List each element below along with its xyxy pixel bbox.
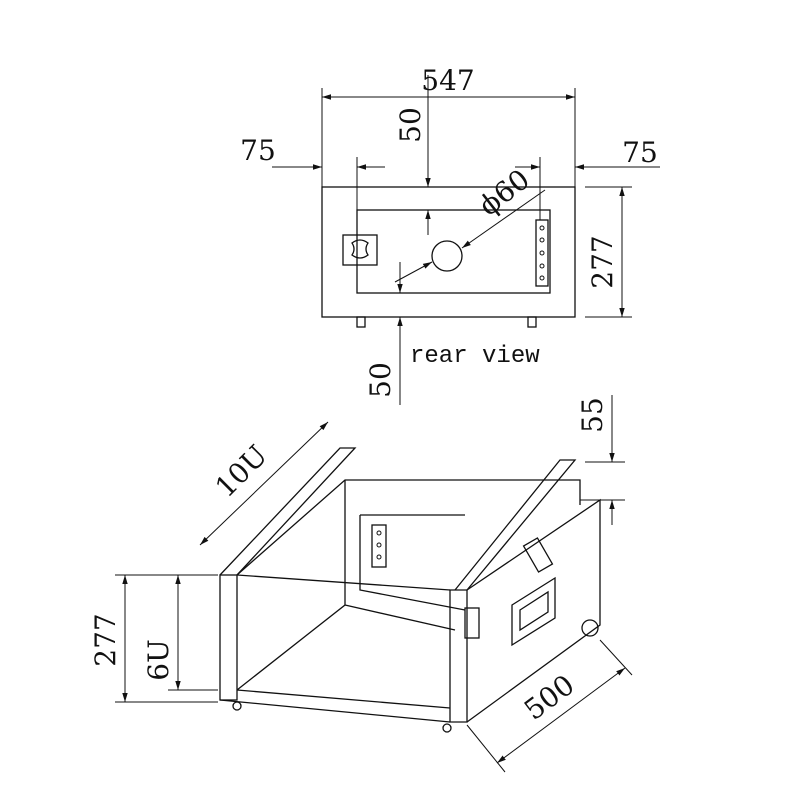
depth-dimension: 500 bbox=[518, 668, 581, 727]
right-top-rail bbox=[454, 459, 577, 591]
front-bottom-edge bbox=[219, 699, 451, 723]
rear-panel-outline bbox=[321, 186, 576, 318]
rear-view: 547 75 75 50 ϕ60 277 50 rear view bbox=[240, 64, 660, 405]
top-offset-dimension: 50 bbox=[394, 107, 427, 143]
rear-height-dimension: 277 bbox=[586, 235, 619, 288]
latch-icon bbox=[342, 234, 378, 266]
left-offset-dimension: 75 bbox=[240, 134, 276, 167]
top-back-edge bbox=[236, 479, 581, 576]
hole-diameter-dimension: ϕ60 bbox=[472, 163, 535, 223]
hinge-icon bbox=[371, 524, 387, 568]
back-panel-plate bbox=[359, 514, 466, 611]
foot bbox=[232, 701, 242, 711]
rear-inner-panel bbox=[356, 209, 551, 294]
iso-height-dimension: 277 bbox=[89, 613, 122, 666]
handle-icon bbox=[511, 576, 556, 647]
hinge-icon bbox=[535, 219, 549, 287]
inner-back-corner bbox=[236, 480, 346, 691]
front-rail-dimension: 6U bbox=[142, 639, 175, 680]
isometric-view: 10U 277 6U 55 500 bbox=[89, 395, 633, 773]
front-top-edge bbox=[236, 574, 451, 591]
rear-view-label: rear view bbox=[410, 343, 540, 370]
foot bbox=[442, 723, 452, 733]
inner-floor-edge bbox=[344, 604, 456, 631]
cable-hole bbox=[431, 240, 463, 272]
right-offset-dimension: 75 bbox=[622, 136, 658, 169]
front-inner-bottom bbox=[236, 689, 451, 709]
foot-left bbox=[356, 316, 366, 328]
bottom-offset-dimension: 50 bbox=[364, 362, 397, 398]
latch-icon bbox=[464, 537, 554, 639]
caster-wheel bbox=[581, 619, 599, 637]
foot-right bbox=[527, 316, 537, 328]
rail-length-dimension: 10U bbox=[209, 439, 274, 504]
left-front-rail bbox=[219, 574, 238, 701]
lid-gap-dimension: 55 bbox=[576, 397, 609, 433]
width-dimension: 547 bbox=[421, 64, 474, 97]
